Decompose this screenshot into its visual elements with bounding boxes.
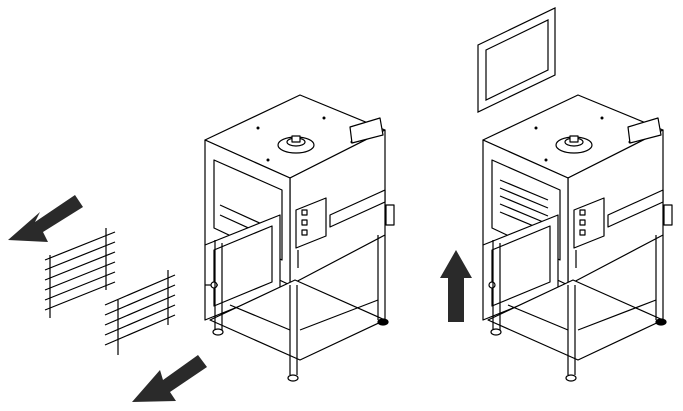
- right-stand: [487, 235, 667, 382]
- left-vent-icon: [277, 135, 315, 154]
- removed-rack-left: [44, 228, 116, 318]
- left-oven-assembly: [204, 94, 395, 382]
- lifted-glass-panel: [477, 7, 556, 113]
- left-stand: [209, 235, 389, 382]
- remove-rack-left-arrow: [8, 195, 83, 242]
- right-oven-assembly: [482, 94, 673, 382]
- left-top-screws: [256, 116, 354, 162]
- lift-panel-up-arrow: [440, 250, 472, 322]
- removed-rack-front: [104, 270, 176, 355]
- right-vent-icon: [555, 135, 593, 154]
- remove-rack-front-arrow: [132, 355, 207, 402]
